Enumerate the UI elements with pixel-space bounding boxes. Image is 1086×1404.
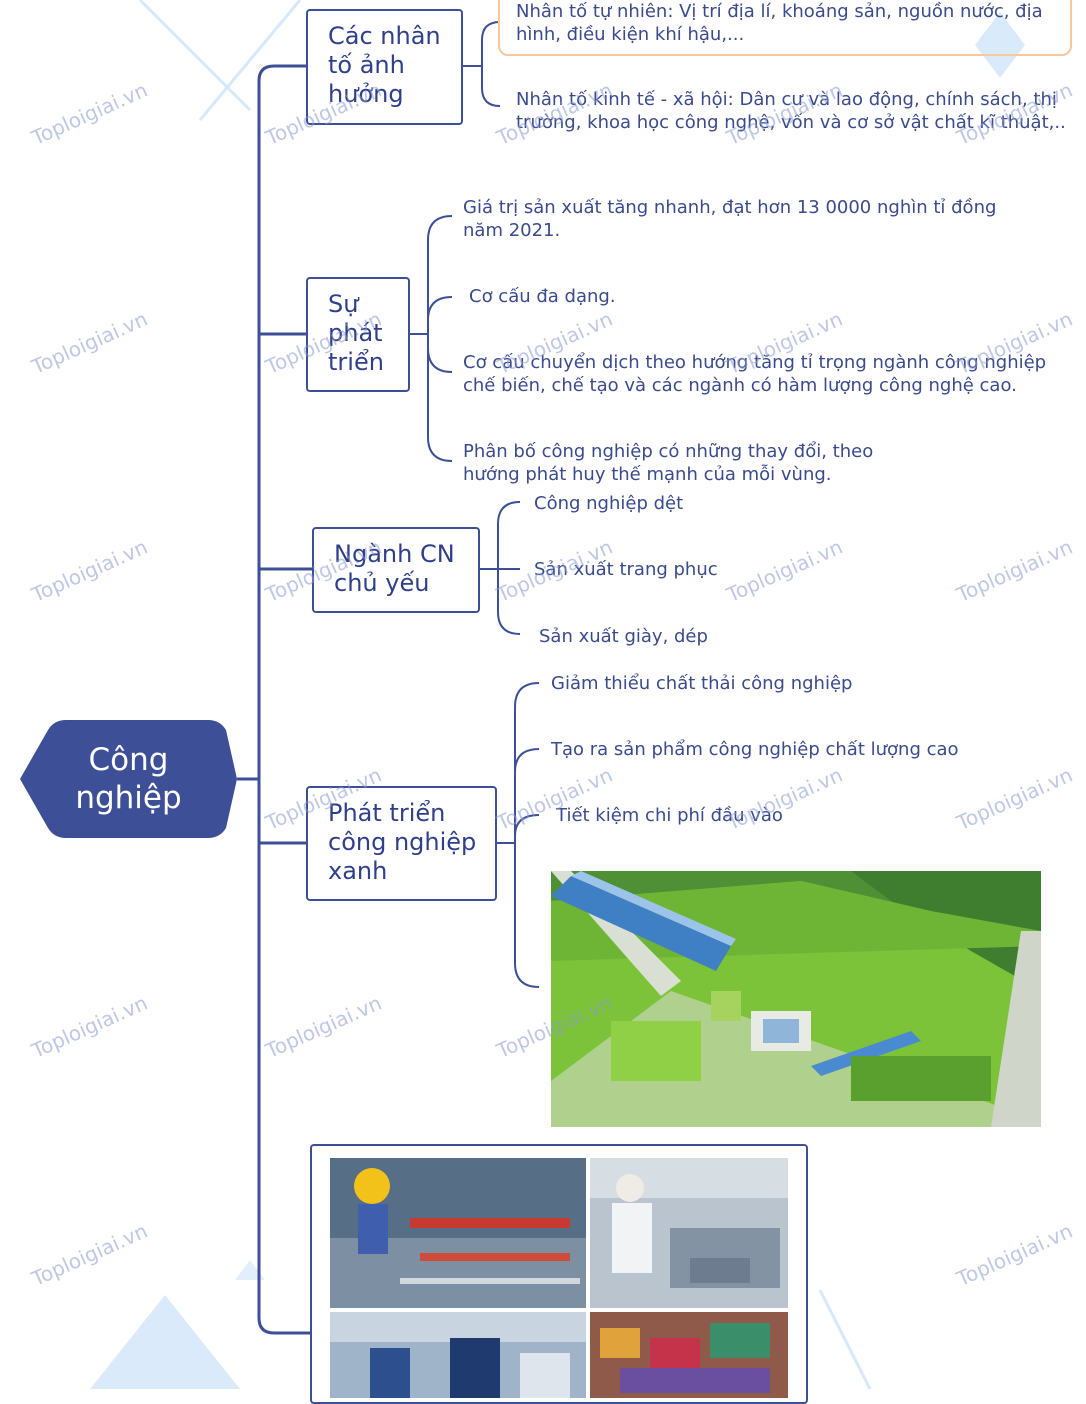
collage-photo-lab-worker [590,1158,788,1308]
branch-development: Sự phát triển [306,277,410,392]
leaf-socioeconomic-factors: Nhân tố kinh tế - xã hội: Dân cư và lao … [516,89,1066,133]
branch-green-industry: Phát triển công nghiệp xanh [306,786,497,901]
leaf-footwear-production: Sản xuất giày, dép [539,626,708,647]
branch-main-industries: Ngành CN chủ yếu [312,527,480,613]
leaf-production-value: Giá trị sản xuất tăng nhanh, đạt hơn 13 … [463,197,997,241]
industrial-park-photo [551,871,1041,1127]
collage-photo-assembly-line [330,1158,586,1308]
root-node: Công nghiệp [20,720,237,838]
highlight-frame [498,0,1072,56]
leaf-natural-factors: Nhân tố tự nhiên: Vị trí địa lí, khoáng … [516,1,1043,45]
collage-photo-garment-workers [330,1312,586,1398]
collage-photo-colorful-materials [590,1312,788,1398]
leaf-textile-industry: Công nghiệp dệt [534,493,684,514]
branch-influencing-factors: Các nhân tố ảnh hưởng [306,9,463,125]
leaf-diverse-structure: Cơ cấu đa dạng. [469,286,616,307]
leaf-distribution-change: Phân bố công nghiệp có những thay đổi, t… [463,441,874,485]
leaf-reduce-waste: Giảm thiểu chất thải công nghiệp [551,673,853,694]
root-label: Công nghiệp [75,742,182,816]
factory-photo-collage [330,1158,788,1398]
root-hexagon-shape [20,720,237,838]
leaf-save-input-costs: Tiết kiệm chi phí đầu vào [556,805,783,826]
leaf-garment-production: Sản xuất trang phục [534,559,718,580]
leaf-high-quality-products: Tạo ra sản phẩm công nghiệp chất lượng c… [551,739,959,760]
leaf-structure-shift: Cơ cấu chuyển dịch theo hướng tăng tỉ tr… [463,352,1047,396]
